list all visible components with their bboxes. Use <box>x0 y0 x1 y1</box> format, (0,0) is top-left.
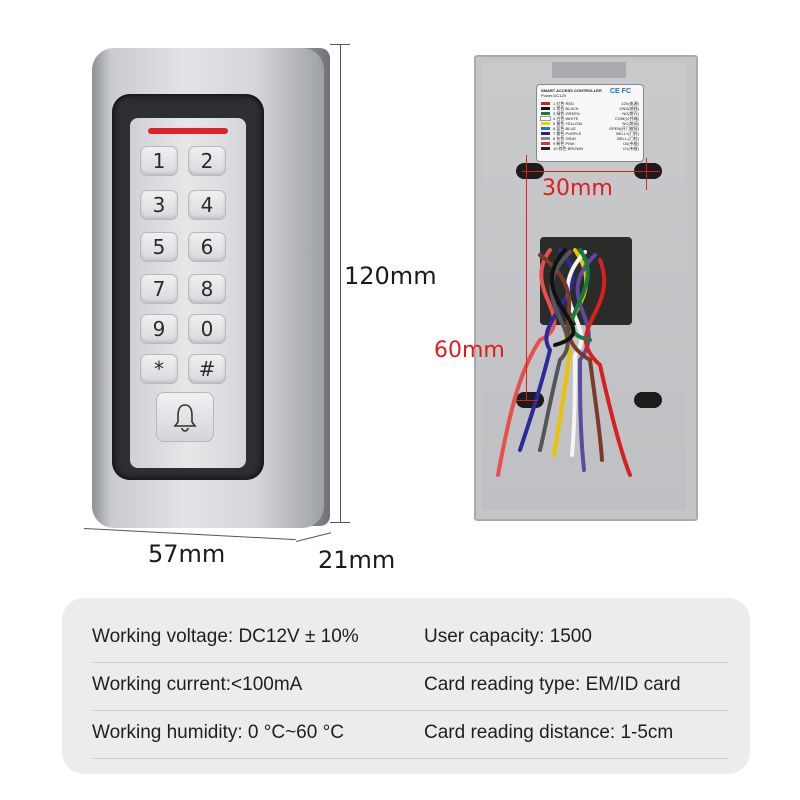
doorbell-button[interactable] <box>156 392 214 442</box>
specs-panel: Working voltage: DC12V ± 10% User capaci… <box>62 598 750 774</box>
spec-user-capacity: User capacity: 1500 <box>424 626 592 647</box>
label-power: Power:DC12V <box>541 93 567 98</box>
dimension-tick <box>330 44 350 45</box>
spec-working-voltage: Working voltage: DC12V ± 10% <box>92 626 359 647</box>
label-title: SMART ACCESS CONTROLLER <box>541 88 602 93</box>
key-4[interactable]: 4 <box>188 190 226 220</box>
key-0[interactable]: 0 <box>188 314 226 344</box>
height-dimension-line <box>340 44 341 522</box>
depth-dimension-line <box>295 532 332 542</box>
spec-row: Working voltage: DC12V ± 10% User capaci… <box>92 616 728 663</box>
key-2[interactable]: 2 <box>188 146 226 176</box>
mounting-hole <box>634 392 662 408</box>
key-6[interactable]: 6 <box>188 232 226 262</box>
key-5[interactable]: 5 <box>140 232 178 262</box>
horizontal-spacing-line <box>522 171 660 172</box>
wire-bundle <box>496 248 632 477</box>
key-3[interactable]: 3 <box>140 190 178 220</box>
top-notch <box>552 62 626 78</box>
height-dimension-label: 120mm <box>344 262 437 290</box>
spec-card-reading-type: Card reading type: EM/ID card <box>424 674 681 695</box>
wiring-label: SMART ACCESS CONTROLLER Power:DC12V CE F… <box>536 84 644 162</box>
spec-card-reading-distance: Card reading distance: 1-5cm <box>424 722 674 743</box>
width-dimension-label: 57mm <box>148 540 226 568</box>
key-8[interactable]: 8 <box>188 274 226 304</box>
vertical-spacing-line <box>526 155 527 400</box>
key-7[interactable]: 7 <box>140 274 178 304</box>
spec-row: Working humidity: 0 °C~60 °C Card readin… <box>92 712 728 759</box>
dimension-tick <box>330 522 350 523</box>
horizontal-spacing-label: 30mm <box>542 176 613 201</box>
spec-working-current: Working current:<100mA <box>92 674 303 695</box>
spec-row: Working current:<100mA Card reading type… <box>92 664 728 711</box>
key-hash[interactable]: # <box>188 354 226 384</box>
key-star[interactable]: * <box>140 354 178 384</box>
cert-marks: CE FC <box>610 88 631 95</box>
vertical-spacing-label: 60mm <box>434 338 505 363</box>
dimension-tick <box>646 158 647 190</box>
status-led <box>148 128 228 134</box>
bell-icon <box>173 404 197 432</box>
depth-dimension-label: 21mm <box>318 546 396 574</box>
dimension-tick <box>516 400 538 401</box>
key-1[interactable]: 1 <box>140 146 178 176</box>
key-9[interactable]: 9 <box>140 314 178 344</box>
spec-working-humidity: Working humidity: 0 °C~60 °C <box>92 722 344 743</box>
width-dimension-line <box>83 528 296 541</box>
